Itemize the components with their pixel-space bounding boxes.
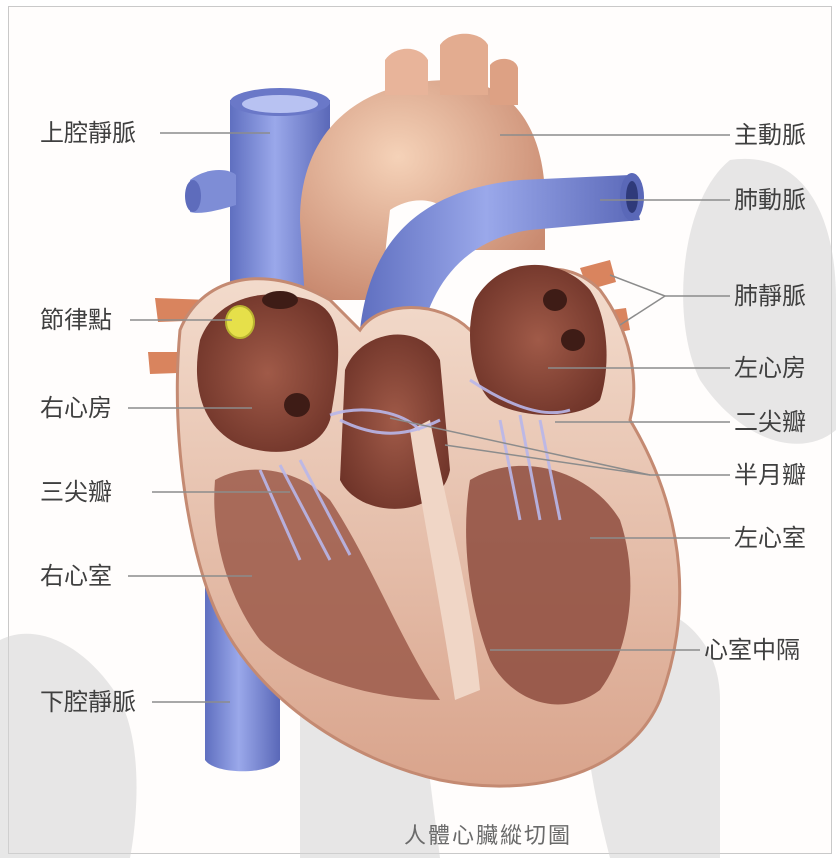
- label-left-atrium: 左心房: [734, 356, 806, 380]
- label-aorta: 主動脈: [734, 123, 806, 147]
- label-right-ventricle: 右心室: [40, 564, 112, 588]
- label-pulmonary-artery: 肺動脈: [734, 188, 806, 212]
- label-mitral-valve: 二尖瓣: [734, 410, 806, 434]
- label-right-atrium: 右心房: [40, 396, 112, 420]
- label-inferior-vena-cava: 下腔靜脈: [40, 690, 136, 714]
- label-pulmonary-vein: 肺靜脈: [734, 284, 806, 308]
- label-superior-vena-cava: 上腔靜脈: [40, 121, 136, 145]
- label-sa-node: 節律點: [40, 308, 112, 332]
- figure-caption: 人體心臟縱切圖: [404, 818, 572, 850]
- sa-node-shape: [226, 306, 254, 338]
- label-left-ventricle: 左心室: [734, 526, 806, 550]
- label-tricuspid-valve: 三尖瓣: [40, 480, 112, 504]
- right-atrium-chamber: [197, 294, 338, 452]
- label-ventricular-septum: 心室中隔: [704, 638, 800, 662]
- label-semilunar-valve: 半月瓣: [734, 463, 806, 487]
